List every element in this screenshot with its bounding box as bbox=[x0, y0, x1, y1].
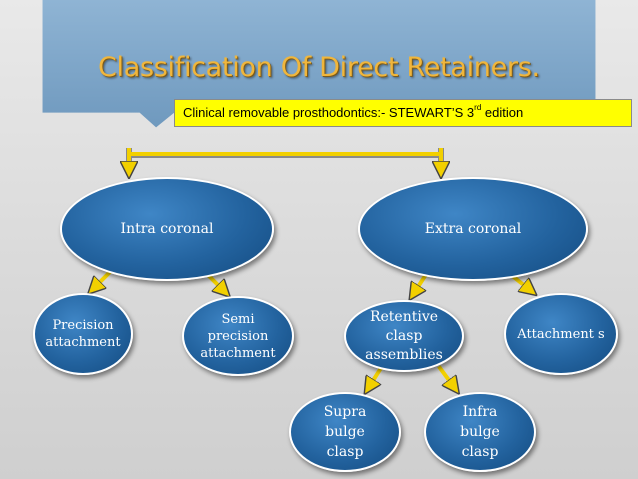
edge-retentive-infra bbox=[437, 365, 454, 387]
subtitle-suffix: edition bbox=[481, 105, 524, 120]
node-precision-attachment: Precision attachment bbox=[33, 293, 133, 375]
edge-extra-retentive bbox=[414, 273, 428, 293]
node-semi-precision-attachment: Semi precision attachment bbox=[182, 296, 294, 376]
node-extra-coronal-label: Extra coronal bbox=[424, 221, 522, 237]
node-intra-coronal: Intra coronal bbox=[60, 177, 274, 281]
node-supra-bulge-clasp-label: Supra bulge clasp bbox=[323, 404, 367, 460]
edge-intra-precision bbox=[94, 268, 114, 288]
subtitle-text: Clinical removable prosthodontics:- STEW… bbox=[183, 105, 475, 120]
node-attachments: Attachment s bbox=[504, 293, 618, 375]
node-semi-precision-attachment-label: Semi precision attachment bbox=[200, 311, 276, 361]
slide-title: Classification Of Direct Retainers. bbox=[98, 52, 540, 83]
node-intra-coronal-label: Intra coronal bbox=[120, 221, 214, 237]
node-precision-attachment-label: Precision attachment bbox=[45, 318, 121, 350]
node-retentive-clasp-assemblies: Retentive clasp assemblies bbox=[344, 300, 464, 372]
title-banner bbox=[42, 0, 596, 128]
node-infra-bulge-clasp: Infra bulge clasp bbox=[424, 392, 536, 472]
node-attachments-label: Attachment s bbox=[517, 326, 605, 342]
subtitle-box: Clinical removable prosthodontics:- STEW… bbox=[174, 99, 632, 127]
node-retentive-clasp-assemblies-label: Retentive clasp assemblies bbox=[365, 308, 443, 363]
node-extra-coronal: Extra coronal bbox=[358, 177, 588, 281]
subtitle-superscript: rd bbox=[474, 103, 482, 112]
node-infra-bulge-clasp-label: Infra bulge clasp bbox=[460, 404, 500, 460]
node-supra-bulge-clasp: Supra bulge clasp bbox=[289, 392, 401, 472]
edge-retentive-supra bbox=[369, 365, 384, 387]
